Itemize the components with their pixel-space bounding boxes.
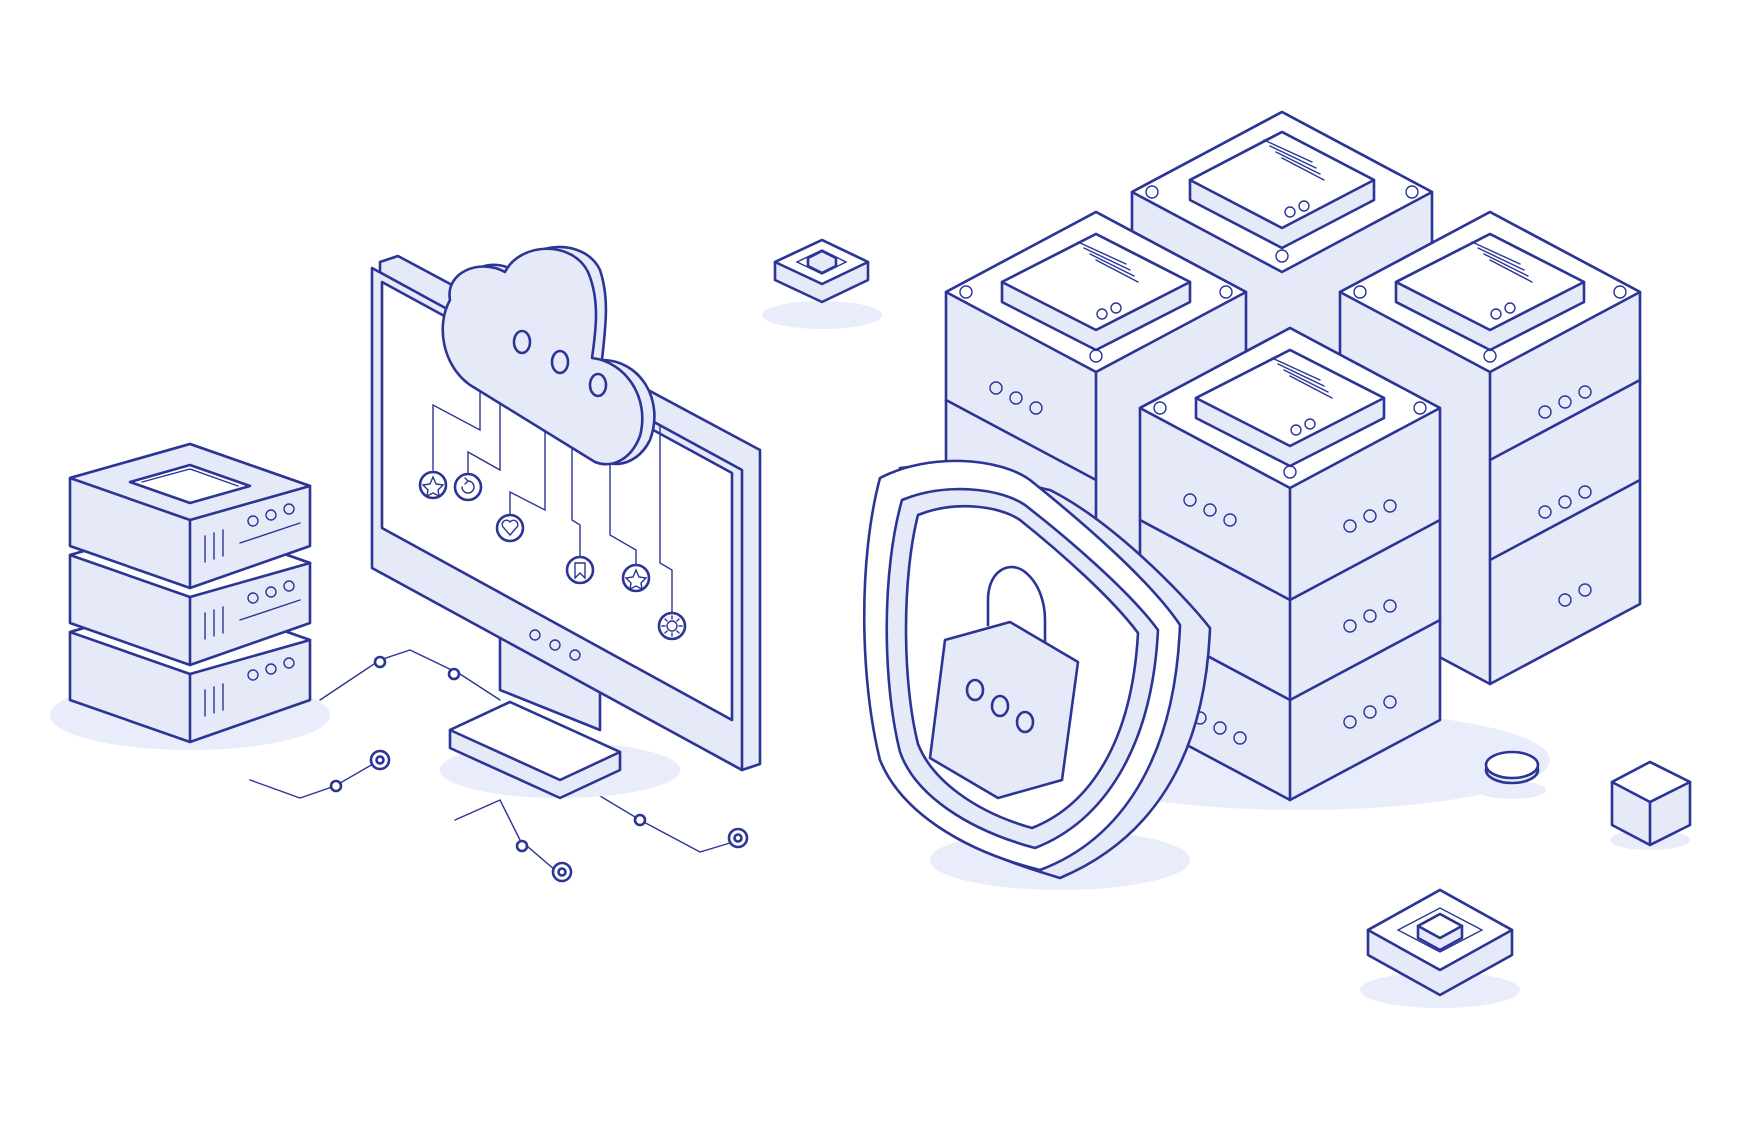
padlock-icon bbox=[928, 565, 1080, 800]
left-server-stack bbox=[50, 442, 330, 750]
chip-icon bbox=[762, 238, 882, 329]
heart-icon bbox=[495, 513, 525, 543]
screen-icons bbox=[418, 470, 687, 641]
network-connections bbox=[249, 649, 749, 883]
refresh-icon bbox=[453, 472, 483, 502]
monitor-stand bbox=[448, 618, 622, 800]
gear-icon bbox=[657, 611, 687, 641]
cube-icon bbox=[1610, 760, 1692, 850]
star-icon bbox=[621, 563, 651, 593]
network-node bbox=[329, 655, 749, 883]
monitor-indicator-dots bbox=[529, 629, 581, 661]
chip-icon bbox=[1360, 888, 1520, 1008]
cloud-icon bbox=[441, 245, 656, 466]
disc-icon bbox=[1478, 750, 1546, 799]
bookmark-icon bbox=[565, 555, 595, 585]
star-icon bbox=[418, 470, 448, 500]
server-unit-top bbox=[68, 442, 312, 590]
circuit-lines bbox=[432, 379, 673, 619]
shield-icon bbox=[862, 459, 1212, 890]
server-tower-front bbox=[1138, 326, 1442, 802]
monitor bbox=[370, 245, 762, 800]
